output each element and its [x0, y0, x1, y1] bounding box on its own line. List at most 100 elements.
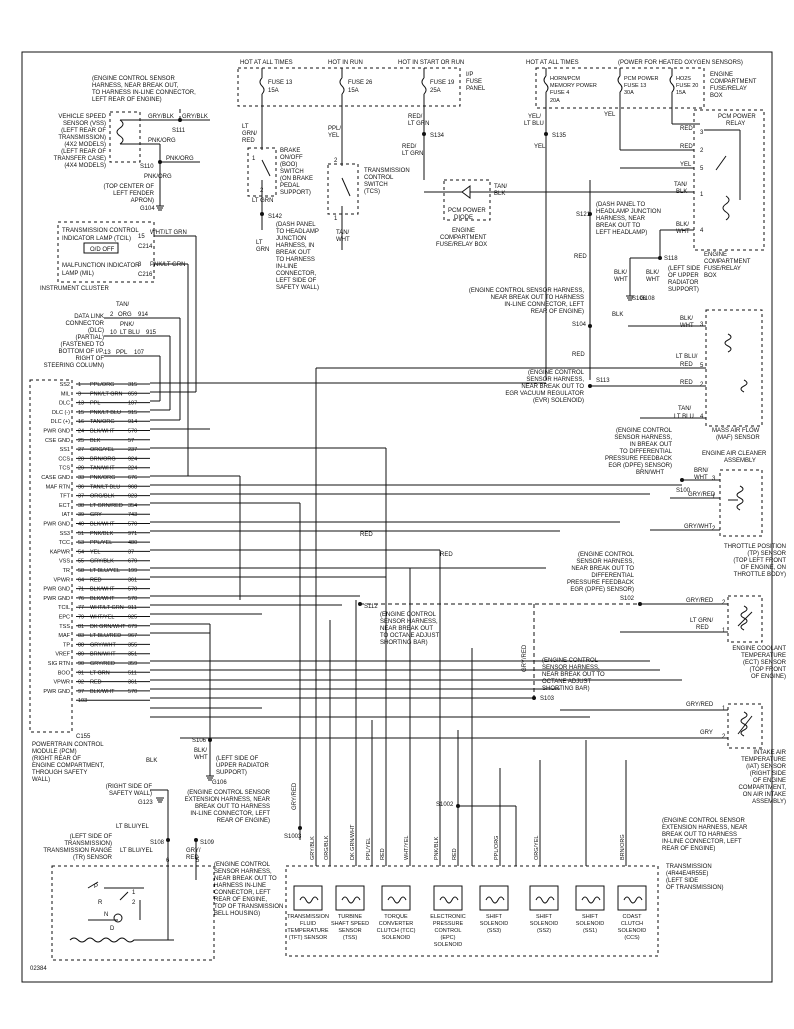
pcm-pin-wire: PNK/LT GRN: [90, 391, 123, 397]
pcm-pin-number: 71: [78, 587, 84, 593]
svg-text:LT GRN: LT GRN: [252, 198, 273, 204]
svg-text:RED: RED: [440, 552, 453, 558]
s102-note-line: DIFFERENTIAL: [591, 573, 634, 579]
svg-text:PCM POWER: PCM POWER: [718, 114, 756, 120]
svg-text:S1002: S1002: [436, 802, 454, 808]
svg-text:YEL/: YEL/: [528, 114, 541, 120]
fuse-ho2s-amp: 15A: [676, 90, 686, 96]
svg-text:BRN/WHT: BRN/WHT: [636, 470, 664, 476]
svg-text:RELAY: RELAY: [726, 121, 745, 127]
dlc-label-line: RIGHT OF: [75, 356, 104, 362]
ground-g106: [206, 775, 214, 781]
s1003-note-line: IN-LINE CONNECTOR, LEFT: [190, 811, 270, 817]
fuse-13-name: FUSE 13: [268, 80, 293, 86]
s142-note-line: LEFT SIDE OF: [276, 278, 317, 284]
component-body: [381, 885, 411, 911]
svg-text:S104: S104: [572, 322, 587, 328]
pcm-pin-number: 38: [78, 503, 84, 509]
ecs-note-top-line: HARNESS, NEAR BREAK OUT,: [92, 83, 179, 89]
svg-text:LT GRN: LT GRN: [408, 121, 429, 127]
pcm-pin-number: 90: [78, 661, 84, 667]
pcm-pin-signal: CASE GND: [41, 475, 70, 481]
pcm-pin-wire: LT BLU/RED: [90, 633, 121, 639]
svg-text:GRY/RED: GRY/RED: [292, 782, 298, 810]
pcm-pin-signal: KAPWR: [50, 549, 70, 555]
svg-text:HORN/PCM: HORN/PCM: [550, 76, 580, 82]
s103-note-line: SENSOR HARNESS,: [542, 665, 600, 671]
engine-box-label-2: COMPARTMENT: [710, 79, 757, 85]
pcm-pin-wire: BLK/WHT: [90, 587, 115, 593]
svg-text:PNK/ORG: PNK/ORG: [144, 174, 172, 180]
pcm-pin-wire: TAN/ORG: [90, 419, 115, 425]
transmission-pin-wire: PPL/YEL: [366, 838, 372, 860]
pcm-pin-circuit: 679: [128, 624, 137, 630]
g123-note-line: SAFETY WALL): [109, 791, 152, 797]
pcm-pin-signal: PWR GND: [43, 596, 70, 602]
svg-text:LT BLU/YEL: LT BLU/YEL: [116, 824, 149, 830]
s104-note-line: NEAR BREAK OUT TO HARNESS: [491, 295, 584, 301]
s108-note-line: SENSOR HARNESS,: [214, 869, 272, 875]
pcm-pin-circuit: 570: [128, 587, 137, 593]
svg-text:S134: S134: [430, 133, 445, 139]
iat-label-line: (RIGHT SIDE: [750, 771, 786, 777]
diagram-code: 02384: [30, 966, 47, 972]
hot3-label: HOT IN START OR RUN: [398, 60, 464, 66]
pcm-pin-wire: YEL: [90, 549, 100, 555]
svg-text:GRY/WHT: GRY/WHT: [684, 524, 713, 530]
pcm-pin-circuit: 659: [128, 391, 137, 397]
iat-sensor-box: [727, 703, 763, 749]
pcm-pin-wire: LT BLU/YEL: [90, 568, 120, 574]
pcm-pin-signal: ECT: [59, 503, 71, 509]
svg-text:WHT: WHT: [646, 277, 660, 283]
maf-box: [705, 309, 763, 427]
fuse-13: FUSE 13 15A: [259, 68, 293, 106]
component-name-line: SENSOR: [338, 928, 361, 934]
transmission-pin-wire: GRY/BLK: [310, 836, 316, 860]
svg-text:MALFUNCTION INDICATOR: MALFUNCTION INDICATOR: [62, 263, 140, 269]
tr-label-line: TRANSMISSION RANGE: [43, 848, 112, 854]
transmission-pin-wire: BRN/ORG: [620, 834, 626, 860]
pcm-pin-number: 97: [78, 689, 84, 695]
svg-text:BLK: BLK: [612, 312, 623, 318]
svg-text:2: 2: [712, 526, 716, 532]
pcm-pin-number: 83: [78, 633, 84, 639]
svg-text:WHT: WHT: [676, 229, 690, 235]
fuse-4-amp: 20A: [550, 98, 560, 104]
svg-text:4: 4: [700, 414, 704, 420]
g106-note-line: UPPER RADIATOR: [216, 763, 269, 769]
svg-text:WHT/LT GRN: WHT/LT GRN: [150, 230, 187, 236]
fuse-pcm-amp: 30A: [624, 90, 634, 96]
s108-note-line: CONNECTOR, LEFT: [214, 890, 271, 896]
pcm-pin-wire: PNK/ORG: [90, 475, 115, 481]
component-coil: [299, 896, 319, 904]
pcm-pin-circuit: 570: [128, 596, 137, 602]
component-name-line: SHIFT: [582, 914, 599, 920]
pcm-pin-wire: RED: [90, 680, 102, 686]
boo-label-line: SUPPORT): [280, 190, 311, 196]
ecs-note-top-line: LEFT REAR OF ENGINE): [92, 97, 162, 103]
trans-label-line: (LEFT SIDE: [666, 878, 698, 884]
s103-note-line: OCTANE ADJUST: [542, 679, 592, 685]
pcm-pin-signal: TR: [63, 568, 70, 574]
svg-text:S109: S109: [200, 840, 215, 846]
pcm-pin-wire: RED: [90, 577, 102, 583]
pcm-pin-number: 51: [78, 531, 84, 537]
component-name-line: TEMPERATURE: [287, 928, 328, 934]
svg-text:R: R: [98, 900, 103, 906]
splice-s1003: [298, 826, 302, 830]
svg-text:5: 5: [196, 858, 200, 864]
svg-text:1: 1: [722, 628, 726, 634]
relay-contact: [715, 155, 727, 171]
svg-text:2: 2: [700, 148, 704, 154]
svg-text:TRANSMISSION CONTROL: TRANSMISSION CONTROL: [62, 228, 139, 234]
pcm-pin-circuit: 37: [128, 549, 134, 555]
